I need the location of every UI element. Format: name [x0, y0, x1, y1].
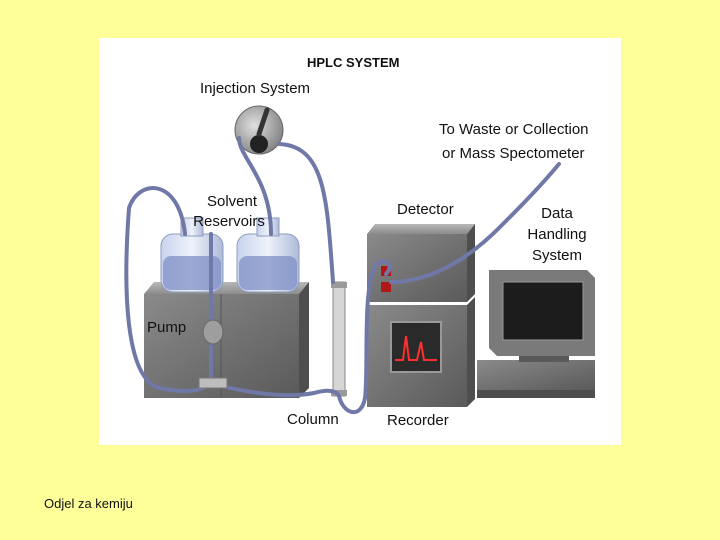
- column: [331, 281, 347, 397]
- label-injection-system: Injection System: [200, 80, 311, 97]
- label-recorder: Recorder: [387, 412, 449, 429]
- hplc-illustration: [124, 105, 595, 414]
- label-detector: Detector: [397, 201, 454, 218]
- label-data-line1: Data: [541, 205, 573, 222]
- data-handling-computer: [477, 270, 595, 398]
- pump-valve: [198, 319, 228, 389]
- tubing: [124, 136, 561, 414]
- label-waste-line2: or Mass Spectometer: [442, 145, 585, 162]
- chromatogram-trace: [395, 335, 437, 361]
- label-solvent-line1: Solvent: [206, 193, 258, 210]
- label-data-line3: System: [531, 247, 582, 264]
- label-waste-line1: To Waste or Collection: [439, 121, 589, 138]
- label-column: Column: [287, 411, 339, 428]
- detector-port-icon: [381, 282, 391, 292]
- hplc-diagram: HPLC SYSTEM Injection System To Waste or…: [99, 38, 621, 445]
- injection-valve: [234, 105, 284, 155]
- label-data-line2: Handling: [527, 226, 587, 243]
- label-solvent-line2: Reservoirs: [193, 213, 265, 230]
- solvent-reservoir-left: [160, 217, 224, 293]
- footer-text: Odjel za kemiju: [44, 496, 133, 511]
- diagram-title: HPLC SYSTEM: [307, 55, 400, 70]
- detector-port-icon: [381, 266, 391, 276]
- solvent-reservoir-right: [236, 217, 300, 293]
- detector-box: [367, 224, 475, 302]
- label-pump: Pump: [147, 319, 187, 336]
- recorder-box: [367, 297, 475, 407]
- pump-housing: [144, 282, 309, 398]
